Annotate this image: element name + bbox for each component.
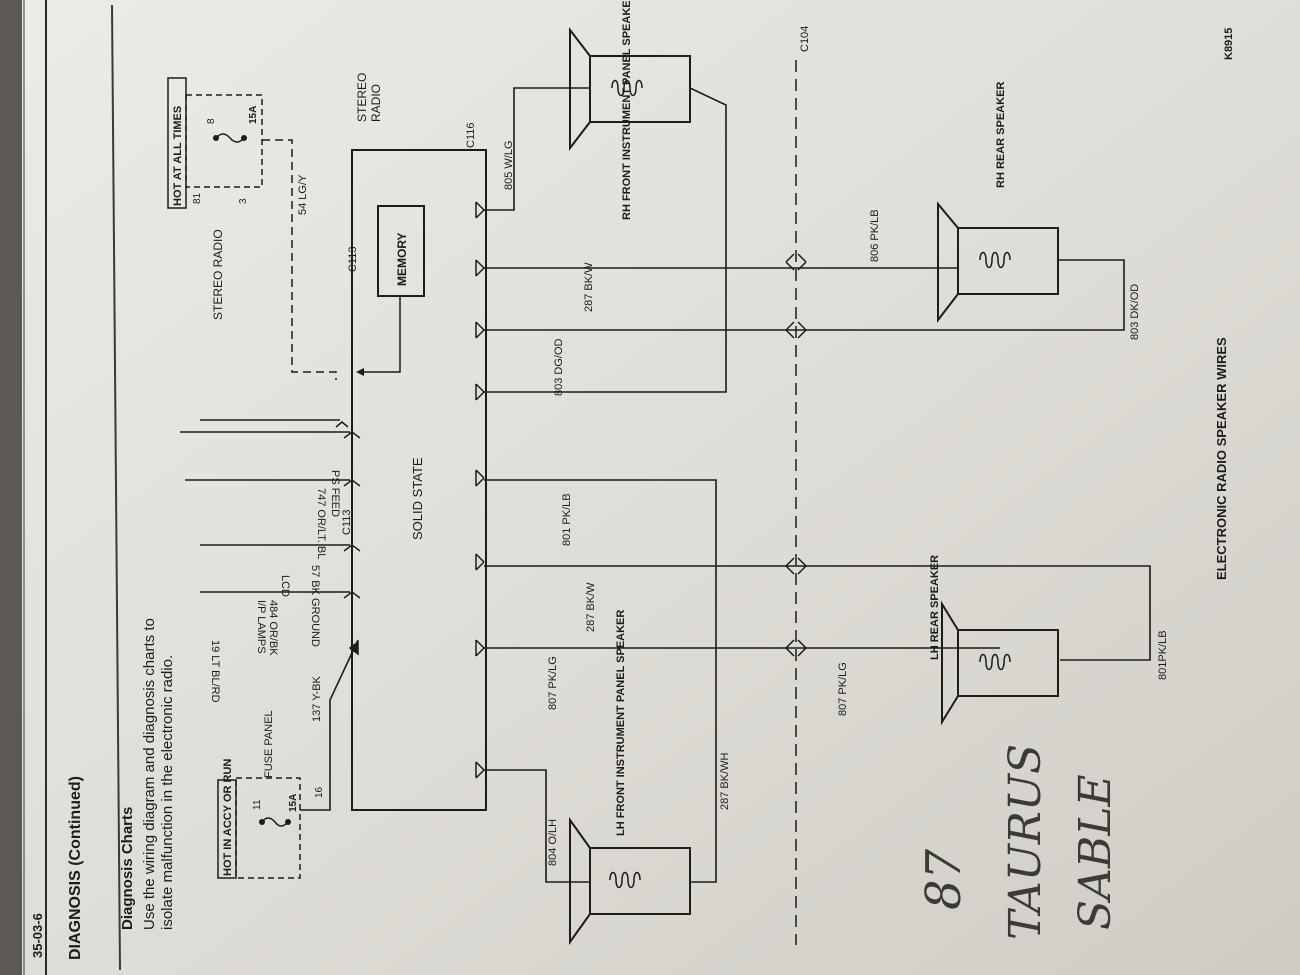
accy-fuse-rating: 15A	[288, 794, 299, 812]
fuse-box-accy: HOT IN ACCY OR RUN 11 15A FUSE PANEL 16	[217, 710, 325, 879]
hot-title: HOT AT ALL TIMES	[172, 106, 184, 206]
memory-link	[360, 296, 401, 373]
wire-label-801: 801 PK/LB	[561, 493, 573, 546]
hot-fuse-rating: 15A	[248, 106, 259, 124]
speaker-lh-front: LH FRONT INSTRUMENT PANEL SPEAKER	[569, 610, 691, 946]
wire-label-lcd: LCD	[279, 575, 291, 597]
speaker-label-lh-rear: LH REAR SPEAKER	[929, 555, 941, 660]
hot-fuse-number: 8	[206, 118, 217, 124]
speaker-rh-rear: RH REAR SPEAKER	[937, 82, 1059, 323]
wire-label-747: 747 OR/LT. BL	[315, 488, 327, 559]
input-wires	[180, 419, 350, 593]
connector-c116: C116	[465, 123, 477, 148]
accy-title: HOT IN ACCY OR RUN	[222, 759, 234, 876]
wire-label-803-dkod: 803 DK/OD	[1129, 284, 1141, 340]
wire-54-dashed	[262, 139, 337, 380]
wire-label-287-bkwh: 287 BK/WH	[719, 752, 731, 810]
figure-code: K8915	[1223, 28, 1235, 60]
subheading: Diagnosis Charts	[119, 807, 136, 930]
accy-pin: 16	[314, 786, 325, 798]
speaker-wiring	[484, 87, 1151, 883]
connector-c104: C104	[799, 26, 811, 52]
diagram-caption: ELECTRONIC RADIO SPEAKER WIRES	[1214, 337, 1229, 580]
fuse-box-hot: HOT AT ALL TIMES 8 15A 81 3	[167, 77, 263, 209]
fuse-panel-label: FUSE PANEL	[263, 710, 275, 778]
wire-label-287-bkw-left: 287 BK/W	[585, 582, 597, 632]
stereo-radio-top-2: RADIO	[369, 84, 383, 122]
intro-line-2: isolate malfunction in the electronic ra…	[159, 655, 176, 930]
memory-block	[377, 205, 425, 297]
speaker-label-rh-rear: RH REAR SPEAKER	[995, 82, 1007, 188]
wire-label-484: 484 OR/BK	[267, 600, 279, 656]
wire-label-19: 19 LT BL/RD	[209, 640, 221, 703]
c104-chevrons	[785, 253, 807, 657]
section-heading: DIAGNOSIS (Continued)	[67, 776, 84, 960]
speaker-rh-front: RH FRONT INSTRUMENT PANEL SPEAKER	[569, 0, 691, 220]
hot-pin-top: 81	[192, 192, 203, 204]
intro-line-1: Use the wiring diagram and diagnosis cha…	[141, 618, 158, 930]
wire-label-806: 806 PK/LB	[869, 209, 881, 262]
page-number: 35-03-6	[30, 913, 45, 958]
wire-label-805: 805 W/LG	[503, 140, 515, 190]
wire-137	[300, 639, 359, 811]
memory-label: MEMORY	[395, 232, 409, 286]
speaker-lh-rear: LH REAR SPEAKER	[929, 555, 1059, 726]
wire-label-ps-feed: PS FEED	[329, 470, 341, 517]
speaker-label-lh-front: LH FRONT INSTRUMENT PANEL SPEAKER	[615, 610, 627, 836]
connector-c113-left: C113	[341, 510, 353, 535]
wire-label-ip-lamps: I/P LAMPS	[255, 600, 267, 654]
wire-label-807-b: 807 PK/LG	[837, 662, 849, 716]
wire-label-807-a: 807 PK/LG	[547, 656, 559, 710]
stereo-radio-label: STEREO RADIO	[211, 229, 225, 320]
stereo-radio-top-1: STEREO	[355, 73, 369, 122]
handwriting-taurus: TAURUS	[1000, 744, 1051, 940]
solid-state-label: SOLID STATE	[410, 457, 425, 540]
wire-label-137: 137 Y-BK	[311, 675, 323, 722]
section-rule	[111, 4, 121, 971]
page-edge-shadow	[0, 0, 22, 975]
wire-label-54: 54 LG/Y	[297, 174, 309, 215]
handwriting-87: 87	[916, 848, 972, 910]
wire-label-801-rear: 801PK/LB	[1157, 630, 1169, 680]
handwriting-sable: SABLE	[1070, 774, 1121, 930]
wire-label-803-dgod: 803 DG/OD	[553, 338, 565, 396]
accy-fuse-number: 11	[252, 799, 263, 810]
wire-label-57: 57 BK GROUND	[309, 565, 321, 647]
hot-pin-bottom: 3	[238, 198, 249, 204]
wire-label-804: 804 O/LH	[547, 819, 559, 866]
wire-label-287-bkw-right: 287 BK/W	[583, 262, 595, 312]
speaker-label-rh-front: RH FRONT INSTRUMENT PANEL SPEAKER	[621, 0, 633, 220]
output-connector-chevrons	[475, 201, 485, 779]
